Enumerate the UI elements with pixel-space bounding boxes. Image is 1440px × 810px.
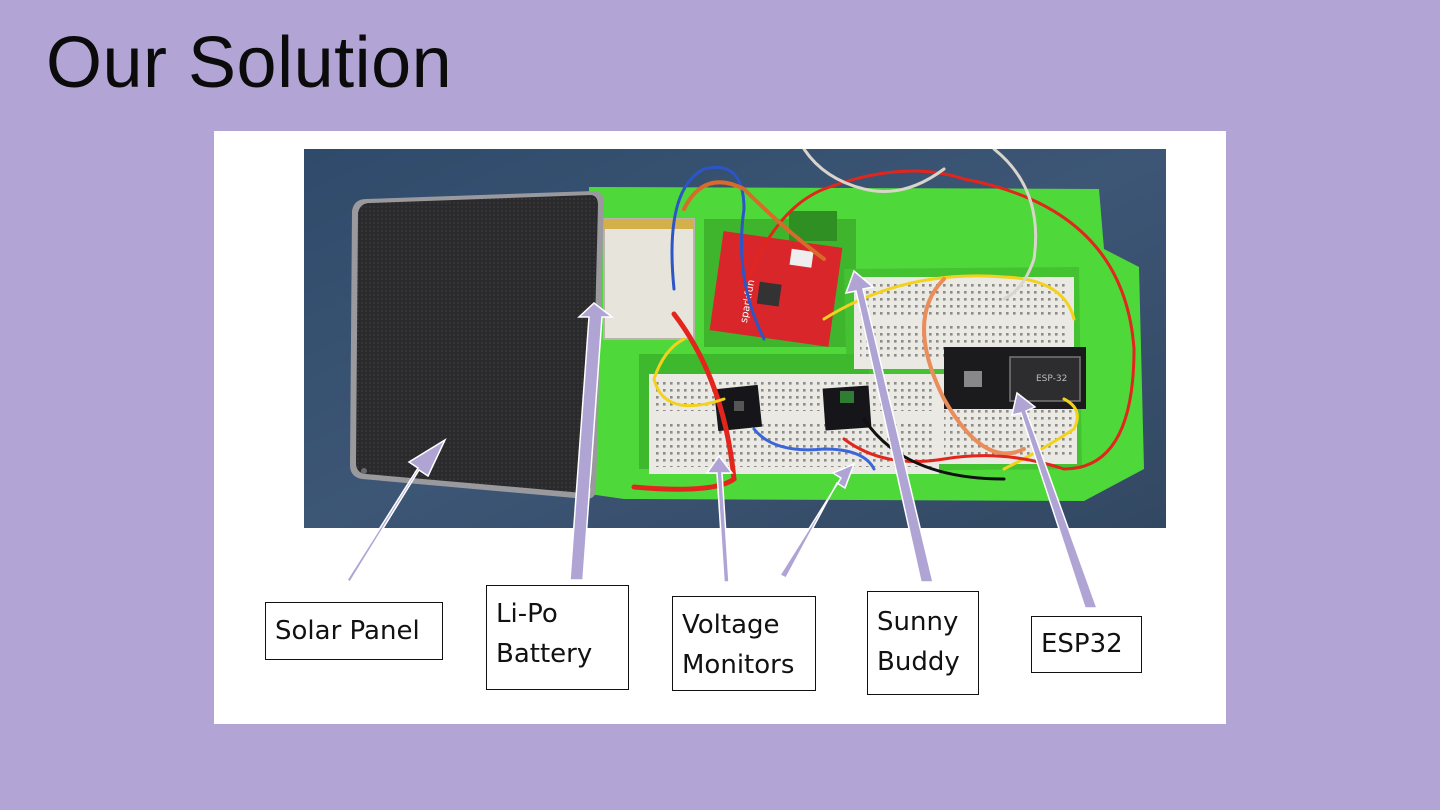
sunny-buddy-arrow [844,269,934,583]
pointer-arrows [345,269,1099,609]
solar-panel-label: Solar Panel [265,602,443,660]
solar-panel [350,191,604,499]
wires [631,149,1136,492]
voltage-monitor-left-arrow [705,454,734,583]
annotated-photo-figure: sparkfun ESP-32 [214,131,1226,724]
voltage-monitor-right-arrow [778,462,856,579]
esp32-label: ESP32 [1031,616,1142,673]
esp32-arrow [1011,391,1099,609]
esp-chip-text: ESP-32 [1036,374,1067,384]
voltage-monitors-label: Voltage Monitors [672,596,816,691]
voltage-monitor-right [822,385,872,431]
lipo-battery-arrow [569,302,615,581]
sunny-buddy-label: Sunny Buddy [867,591,979,695]
hardware-photo-drawing: sparkfun ESP-32 [304,149,1166,528]
lipo-battery-label: Li-Po Battery [486,585,629,690]
hardware-photo: sparkfun ESP-32 [304,149,1166,528]
slide-title: Our Solution [46,23,453,103]
solar-panel-arrow [345,438,447,584]
